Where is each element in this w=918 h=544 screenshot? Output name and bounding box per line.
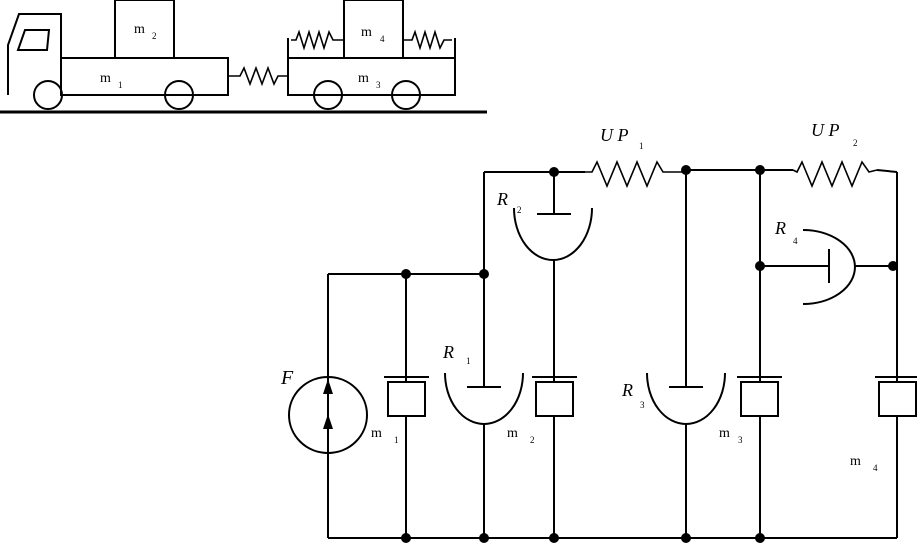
label-m2: m <box>507 426 518 441</box>
cargo-box-m2 <box>114 0 175 59</box>
m4-mass-block <box>878 381 917 417</box>
r2-cup <box>513 207 593 261</box>
mechanical-model: m 2 m 1 m 4 m 3 <box>0 0 487 114</box>
spring-UP2 <box>792 159 878 189</box>
junction-dot <box>681 533 691 543</box>
label-m2-sub: 2 <box>530 435 535 445</box>
label-m1: m <box>371 426 382 441</box>
force-arrow-lower <box>323 414 333 429</box>
top-wire-right <box>876 169 898 173</box>
label-R3: R <box>621 380 633 400</box>
junction-dot <box>755 533 765 543</box>
junction-dot <box>479 533 489 543</box>
mech-label-m3-sub: 3 <box>376 80 381 90</box>
m2-mass-block <box>535 381 574 417</box>
junction-dot <box>401 269 411 279</box>
trailer-platform-m3 <box>287 57 456 96</box>
mech-label-m3: m <box>358 71 369 86</box>
label-m4-sub: 4 <box>873 463 878 473</box>
cargo-spring-right <box>403 29 452 51</box>
junction-dot <box>888 261 898 271</box>
label-F: F <box>280 367 294 389</box>
label-m1-sub: 1 <box>394 435 399 445</box>
label-R2: R <box>496 189 508 209</box>
mech-label-m1-sub: 1 <box>118 80 123 90</box>
label-R4: R <box>774 218 786 238</box>
label-R1-sub: 1 <box>466 356 471 366</box>
truck-platform-m1 <box>60 57 229 96</box>
mech-label-m2: m <box>134 22 145 37</box>
junction-dot <box>755 261 765 271</box>
label-m3-sub: 3 <box>738 435 743 445</box>
r3-cup <box>646 372 726 425</box>
spring-UP1 <box>585 159 686 189</box>
junction-dot <box>479 269 489 279</box>
label-R2-sub: 2 <box>517 205 522 215</box>
label-UP2: U P <box>811 120 840 140</box>
r1-cup <box>444 372 524 425</box>
label-m3: m <box>719 426 730 441</box>
truck-wheel-rear <box>164 80 194 110</box>
label-R4-sub: 4 <box>793 236 798 246</box>
junction-dot <box>755 165 765 175</box>
junction-dot <box>549 533 559 543</box>
equivalent-circuit: F m 1 R 1 R 2 m 2 U P 1 <box>280 120 917 543</box>
mech-label-m4-sub: 4 <box>380 34 385 44</box>
mech-label-m4: m <box>361 25 372 40</box>
label-R1: R <box>442 342 454 362</box>
label-UP1: U P <box>600 125 629 145</box>
trailer-wheel-front <box>313 80 343 110</box>
cargo-box-m4 <box>343 0 404 59</box>
mech-label-m2-sub: 2 <box>152 31 157 41</box>
truck-window <box>16 29 51 51</box>
label-UP2-sub: 2 <box>853 138 858 148</box>
label-UP1-sub: 1 <box>639 141 644 151</box>
label-m4: m <box>850 454 861 469</box>
m1-mass-block <box>387 381 426 417</box>
junction-dot <box>681 165 691 175</box>
junction-dots <box>401 165 898 543</box>
mech-label-m1: m <box>100 71 111 86</box>
trailer-wheel-rear <box>391 80 421 110</box>
truck-wheel-front <box>33 80 63 110</box>
junction-dot <box>549 167 559 177</box>
truck-cab <box>7 13 62 95</box>
cargo-spring-left <box>291 29 344 51</box>
coupling-spring <box>228 65 288 87</box>
m3-mass-block <box>740 381 779 417</box>
junction-dot <box>401 533 411 543</box>
label-R3-sub: 3 <box>640 400 645 410</box>
force-arrow-upper <box>323 379 333 394</box>
